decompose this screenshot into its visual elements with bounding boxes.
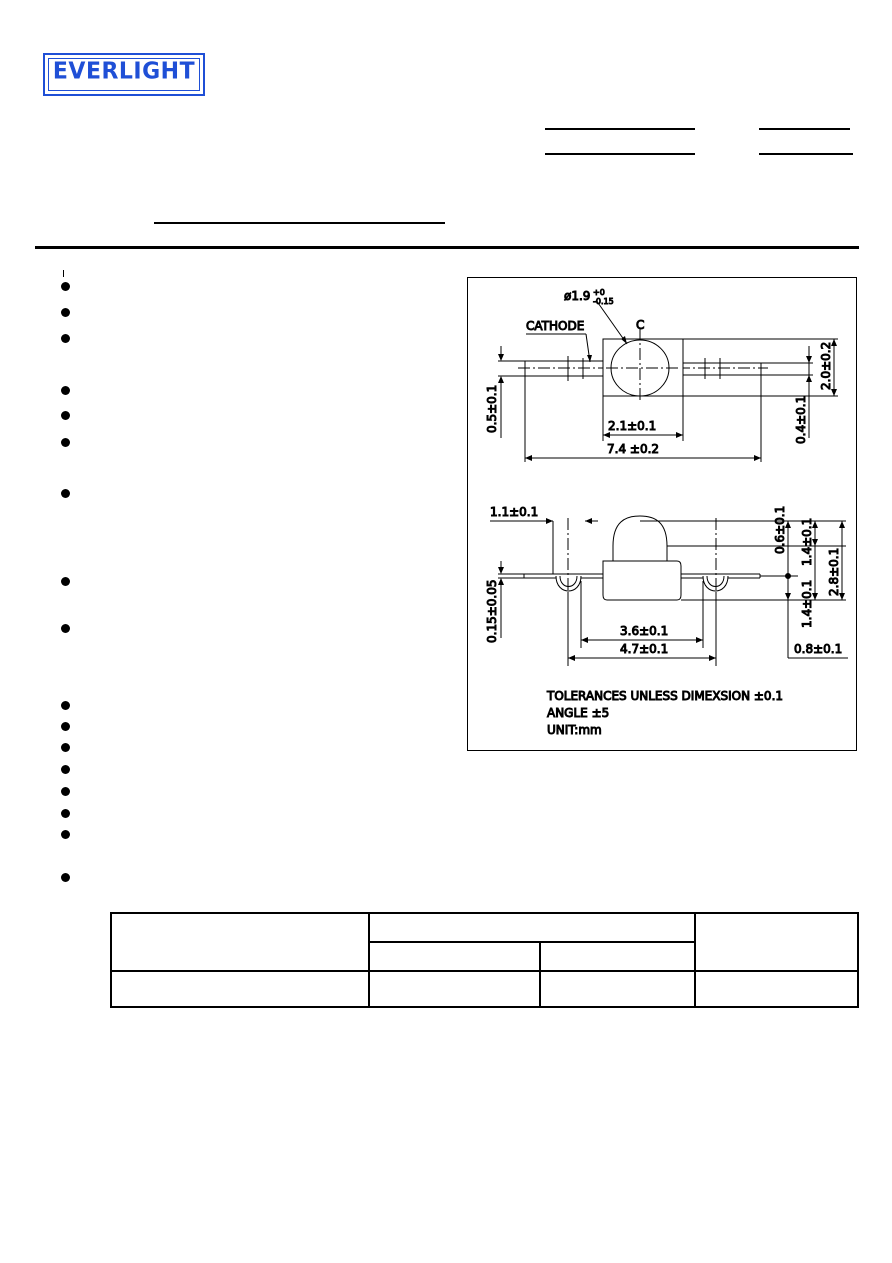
angle-note: ANGLE ±5 bbox=[547, 706, 609, 720]
package-dimension-drawing: ø1.9 +0 -0.15 CATHODE C 2.1±0.1 7.4 ±0.2… bbox=[467, 277, 857, 751]
arrow bbox=[812, 539, 818, 546]
arrow bbox=[806, 375, 812, 382]
list-bullet bbox=[61, 765, 70, 774]
arrow bbox=[831, 389, 837, 396]
arrow bbox=[839, 521, 845, 528]
header-field-line-1 bbox=[545, 128, 695, 130]
header-field-line-2 bbox=[759, 128, 850, 130]
inner-width-label: 3.6±0.1 bbox=[620, 624, 668, 638]
spec-table bbox=[109, 911, 859, 1008]
list-bullet bbox=[61, 386, 70, 395]
side-view bbox=[490, 515, 848, 666]
table-header-cell bbox=[368, 912, 697, 943]
arrow bbox=[498, 578, 504, 585]
table-subheader-cell bbox=[539, 940, 697, 973]
arrow bbox=[498, 354, 504, 361]
list-bullet bbox=[61, 308, 70, 317]
list-bullet bbox=[61, 701, 70, 710]
arrow bbox=[603, 432, 610, 438]
drawing-svg: ø1.9 +0 -0.15 CATHODE C 2.1±0.1 7.4 ±0.2… bbox=[485, 288, 848, 738]
list-bullet bbox=[61, 624, 70, 633]
table-cell bbox=[109, 970, 371, 1008]
right-lead bbox=[682, 362, 762, 376]
arrow bbox=[621, 336, 627, 344]
cathode-label: CATHODE bbox=[526, 319, 584, 333]
center-mark-label: C bbox=[636, 318, 644, 332]
dome-outline bbox=[612, 515, 668, 561]
list-bullet bbox=[61, 438, 70, 447]
lens-diameter-label: ø1.9 bbox=[564, 289, 590, 303]
list-bullet bbox=[61, 334, 70, 343]
lead-right-label: 0.4±0.1 bbox=[794, 396, 808, 444]
lens-tol-lower: -0.15 bbox=[593, 297, 614, 306]
title-underline bbox=[154, 222, 445, 224]
table-cell bbox=[539, 970, 697, 1008]
header-field-line-3 bbox=[545, 153, 695, 155]
table-cell bbox=[368, 970, 542, 1008]
everlight-logo: EVERLIGHT bbox=[43, 53, 205, 96]
arrow bbox=[831, 339, 837, 346]
arrow bbox=[525, 455, 532, 461]
arrow bbox=[785, 521, 791, 528]
datum-dot bbox=[785, 573, 791, 579]
arrow bbox=[587, 355, 592, 362]
table-header-cell bbox=[694, 911, 859, 973]
list-bullet bbox=[61, 830, 70, 839]
arrow bbox=[806, 356, 812, 363]
tolerance-note: TOLERANCES UNLESS DIMEXSION ±0.1 bbox=[546, 689, 783, 703]
arrow bbox=[676, 432, 683, 438]
logo-text: EVERLIGHT bbox=[52, 58, 196, 85]
unit-note: UNIT:mm bbox=[547, 723, 602, 737]
table-subheader-cell bbox=[368, 940, 542, 973]
lead-thickness-label: 0.15±0.05 bbox=[485, 580, 499, 644]
logo-inner-frame bbox=[48, 58, 200, 91]
lens-leader bbox=[595, 299, 628, 345]
lower-height-label: 1.4±0.1 bbox=[800, 580, 814, 628]
list-bullet bbox=[61, 489, 70, 498]
arrow bbox=[568, 655, 575, 661]
list-bullet bbox=[61, 411, 70, 420]
dome-label: 0.6±0.1 bbox=[773, 506, 787, 554]
table-cell bbox=[694, 970, 859, 1008]
top-height-label: 2.0±0.2 bbox=[819, 342, 833, 390]
list-bullet bbox=[61, 809, 70, 818]
lead-offset-label: 1.1±0.1 bbox=[490, 505, 538, 519]
arrow bbox=[754, 455, 761, 461]
arrow bbox=[546, 518, 553, 524]
list-marker bbox=[63, 270, 64, 277]
arrow bbox=[812, 521, 818, 528]
list-bullet bbox=[61, 282, 70, 291]
arrow bbox=[581, 637, 588, 643]
arrow bbox=[498, 567, 504, 574]
arrow bbox=[709, 655, 716, 661]
arrow bbox=[696, 637, 703, 643]
header-rule bbox=[35, 246, 859, 249]
lead-left-label: 0.5±0.1 bbox=[485, 385, 499, 433]
top-view bbox=[498, 299, 838, 462]
list-bullet bbox=[61, 873, 70, 882]
table-header-cell bbox=[109, 911, 371, 973]
upper-height-label: 1.4±0.1 bbox=[800, 518, 814, 566]
arrow bbox=[585, 518, 592, 524]
arrow bbox=[785, 593, 791, 600]
body-width-label: 2.1±0.1 bbox=[608, 419, 656, 433]
lens-tol-upper: +0 bbox=[593, 288, 605, 297]
list-bullet bbox=[61, 787, 70, 796]
arrow bbox=[812, 593, 818, 600]
header-field-line-4 bbox=[759, 153, 853, 155]
list-bullet bbox=[61, 722, 70, 731]
list-bullet bbox=[61, 577, 70, 586]
lead-end-label: 0.8±0.1 bbox=[794, 642, 842, 656]
arrow bbox=[498, 376, 504, 383]
body-side-outline bbox=[602, 560, 682, 601]
total-height-label: 2.8±0.1 bbox=[827, 548, 841, 596]
total-length-label: 7.4 ±0.2 bbox=[607, 442, 659, 456]
arrow bbox=[839, 593, 845, 600]
list-bullet bbox=[61, 743, 70, 752]
outer-width-label: 4.7±0.1 bbox=[620, 642, 668, 656]
